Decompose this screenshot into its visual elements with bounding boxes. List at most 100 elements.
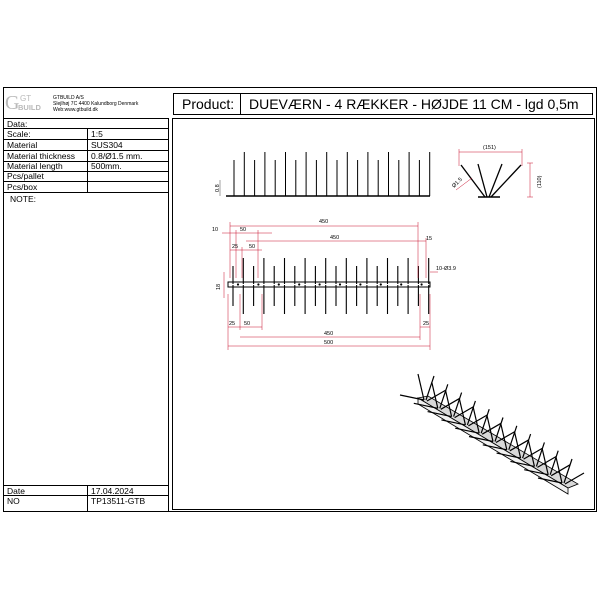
mounting-hole (277, 283, 280, 286)
dim-end-151: (151) (483, 145, 496, 151)
thickness-value: 0.8/Ø1.5 mm. (91, 151, 143, 161)
dim-450-top: 450 (319, 219, 328, 225)
dim-450-mid: 450 (330, 235, 339, 241)
material-label: Material (7, 140, 38, 150)
thickness-label: Material thickness (7, 151, 76, 161)
iso-spike (496, 452, 521, 459)
iso-spike (495, 430, 516, 444)
iso-spike (453, 392, 463, 417)
mounting-hole (338, 283, 342, 286)
info-table-right (168, 118, 169, 512)
row-line (3, 128, 169, 129)
iso-spike (563, 458, 573, 484)
row-line (3, 181, 169, 182)
iso-spike (535, 442, 545, 467)
iso-spike (445, 390, 453, 417)
iso-spike (564, 472, 585, 485)
logo-letters-bottom: BUILD (18, 103, 41, 112)
dim-end-110: (110) (537, 175, 543, 188)
dim-25-a: 25 (232, 244, 238, 250)
dim-side-height: 0.8 (215, 184, 221, 192)
iso-spike (500, 423, 508, 450)
iso-spike (468, 435, 494, 443)
iso-spike (427, 411, 452, 418)
iso-spike (441, 419, 466, 426)
iso-spike (480, 409, 490, 434)
iso-spike (425, 375, 435, 401)
company-web: Web:www.gtbuild.dk (53, 107, 98, 113)
iso-spike (541, 448, 549, 475)
iso-spike (454, 406, 474, 419)
gt-build-logo: G GT BUILD (5, 92, 41, 114)
mounting-hole (257, 283, 260, 286)
mounting-hole (400, 283, 403, 286)
iso-spike (455, 427, 480, 434)
iso-spike (468, 414, 488, 427)
iso-spike (417, 373, 425, 401)
date-label: Date (7, 486, 25, 496)
mounting-hole (236, 283, 240, 286)
iso-spike (440, 397, 461, 410)
dim-10: 10 (212, 227, 218, 233)
iso-spike (431, 382, 439, 409)
iso-spike (509, 439, 530, 452)
mounting-hole (420, 283, 423, 286)
company-name: GTBUILD A/S (53, 95, 84, 101)
length-value: 500mm. (91, 161, 122, 171)
iso-spike (466, 400, 476, 426)
iso-spike (523, 447, 543, 460)
footer-line (3, 495, 169, 496)
mounting-hole (318, 283, 321, 286)
iso-spike (494, 417, 504, 442)
svg-text:G: G (5, 92, 19, 114)
iso-spike (482, 444, 507, 451)
iso-spike (522, 433, 532, 459)
product-title-box (173, 93, 593, 115)
iso-spike (426, 389, 447, 402)
mounting-hole (379, 283, 382, 286)
iso-spike (514, 431, 522, 459)
scale-label: Scale: (7, 129, 31, 139)
company-address: Slejlhøj 7C 4400 Kalundborg Denmark (53, 101, 139, 107)
dim-25-c: 25 (423, 321, 429, 327)
row-line (3, 171, 169, 172)
data-label: Data: (7, 119, 28, 129)
no-label: NO (7, 496, 20, 506)
drawing-area (172, 118, 595, 510)
dim-450-bot: 450 (324, 331, 333, 337)
iso-spike (508, 425, 518, 450)
iso-spike (549, 450, 559, 475)
iso-spike (527, 440, 535, 467)
dim-holes: 10-Ø3.9 (436, 266, 456, 272)
drawing-sheet (3, 87, 597, 512)
iso-spike (472, 407, 480, 434)
iso-spike (486, 415, 494, 442)
iso-spike (524, 469, 549, 476)
iso-spike (537, 455, 557, 468)
iso-spike (555, 456, 563, 484)
product-divider (240, 93, 241, 115)
length-label: Material length (7, 161, 63, 171)
iso-spike (537, 477, 563, 484)
row-line (3, 161, 169, 162)
dim-15-right: 15 (426, 236, 432, 242)
row-line (3, 139, 169, 140)
date-value: 17.04.2024 (91, 486, 134, 496)
pallet-label: Pcs/pallet (7, 171, 44, 181)
info-table-col-divider (87, 128, 88, 192)
logo-letters-top: GT (20, 94, 31, 103)
product-label: Product: (182, 96, 235, 112)
box-label: Pcs/box (7, 182, 38, 192)
dim-50-b: 50 (249, 244, 255, 250)
iso-spike (510, 460, 535, 467)
iso-spike (481, 422, 502, 435)
dim-18: 18 (216, 284, 222, 290)
iso-spike (399, 394, 425, 401)
dim-500: 500 (324, 340, 333, 346)
info-table-top (3, 118, 169, 119)
product-title: DUEVÆRN - 4 RÆKKER - HØJDE 11 CM - lgd 0… (249, 96, 579, 112)
iso-spike (458, 398, 466, 426)
no-value: TP13511-GTB (91, 496, 146, 506)
iso-spike (439, 384, 449, 409)
